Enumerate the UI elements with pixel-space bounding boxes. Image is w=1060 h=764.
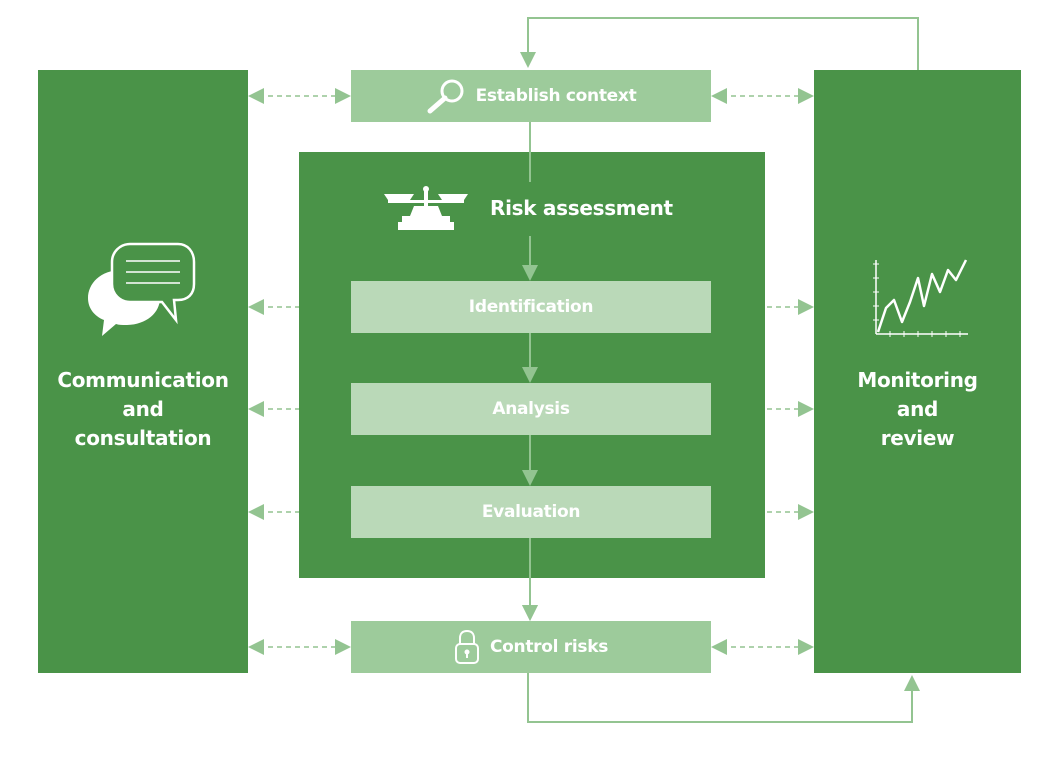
control-risks-box[interactable]: Control risks	[351, 621, 711, 673]
speech-bubbles-icon	[88, 242, 196, 336]
analysis-label: Analysis	[492, 399, 570, 419]
evaluation-box[interactable]: Evaluation	[351, 486, 711, 538]
padlock-icon	[454, 629, 479, 664]
identification-box[interactable]: Identification	[351, 281, 711, 333]
control-risks-label: Control risks	[489, 637, 609, 657]
balance-scale-icon	[384, 186, 468, 230]
analysis-box[interactable]: Analysis	[351, 383, 711, 435]
identification-label: Identification	[468, 297, 594, 317]
feedback-loop-bottom	[527, 673, 920, 723]
evaluation-label: Evaluation	[481, 502, 581, 522]
establish-context-box[interactable]: Establish context	[351, 70, 711, 122]
line-chart-icon	[873, 259, 968, 337]
title-line: review	[880, 426, 955, 450]
communication-consultation-panel: Communication and consultation	[38, 70, 248, 673]
title-line: Communication	[57, 368, 229, 392]
title-line: consultation	[74, 426, 212, 450]
title-line: and	[896, 397, 939, 421]
title-line: and	[122, 397, 164, 421]
risk-assessment-title: Risk assessment	[490, 196, 673, 220]
magnifier-icon	[427, 79, 464, 114]
monitoring-review-title: Monitoring and review	[814, 366, 1021, 453]
monitoring-review-panel: Monitoring and review	[814, 70, 1021, 673]
title-line: Monitoring	[857, 368, 978, 392]
communication-consultation-title: Communication and consultation	[38, 366, 248, 453]
feedback-loop-top	[520, 17, 919, 70]
establish-context-label: Establish context	[475, 86, 637, 106]
